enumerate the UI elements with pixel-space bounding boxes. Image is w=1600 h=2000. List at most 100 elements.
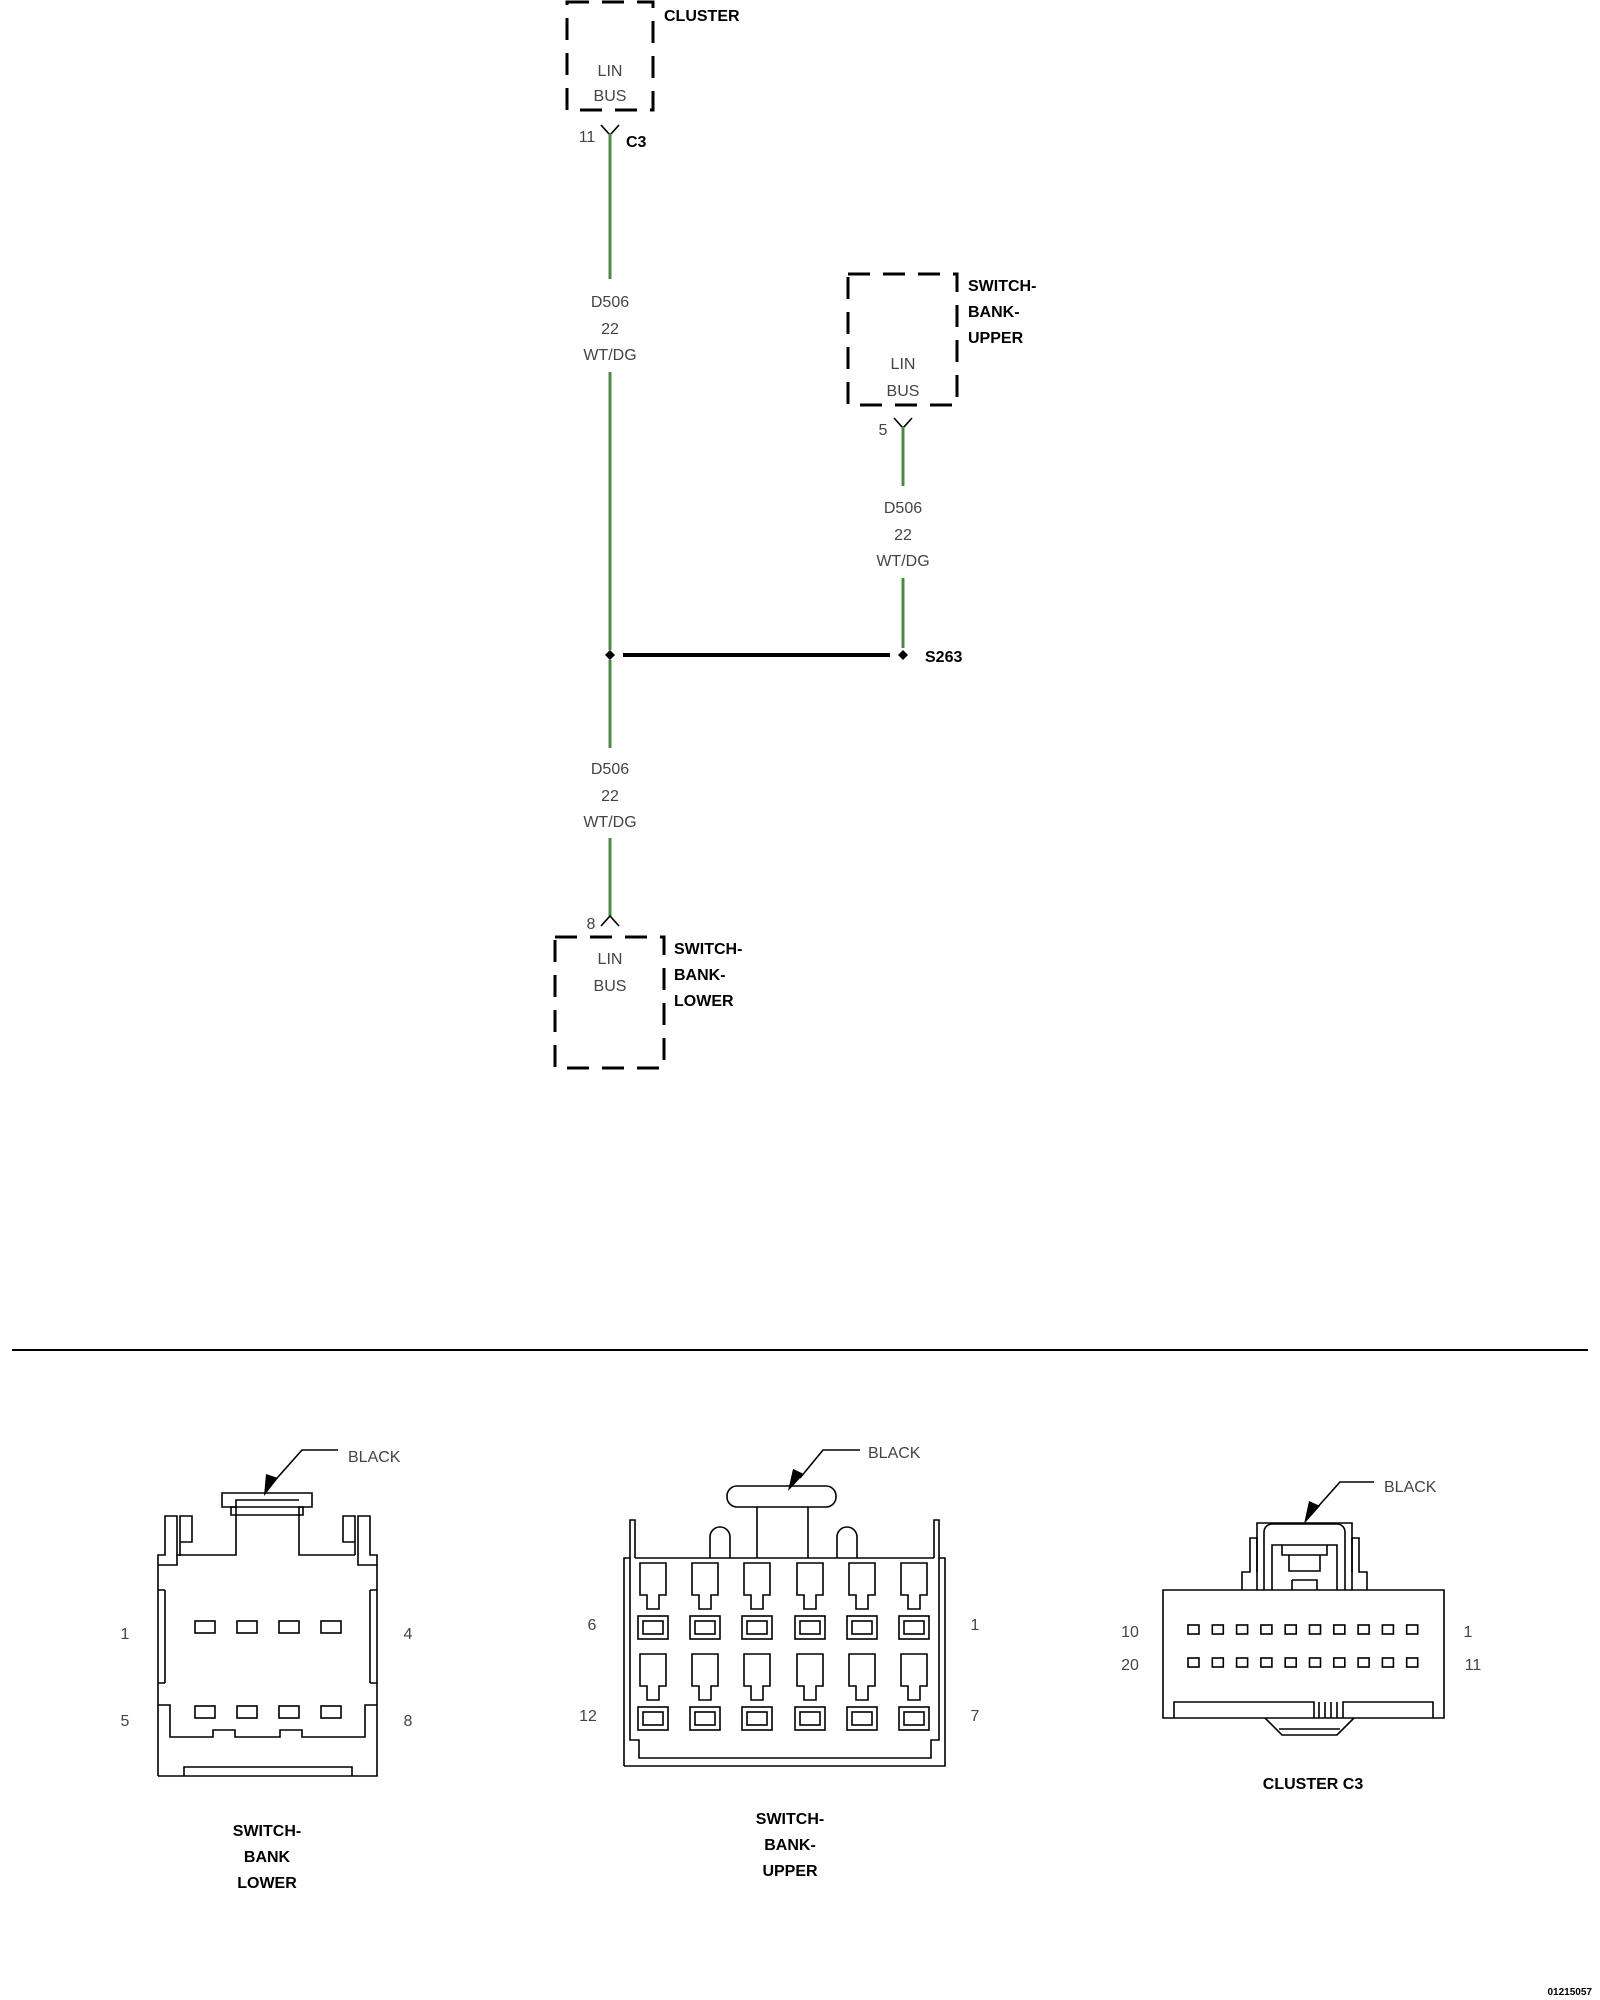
connector-outline-path bbox=[158, 1555, 178, 1566]
pin-cavity bbox=[1333, 1657, 1346, 1668]
cluster-color-label: BLACK bbox=[1384, 1479, 1437, 1496]
cluster-pin-label-1: 1 bbox=[1464, 1624, 1473, 1641]
pin-cavity-inner bbox=[746, 1711, 768, 1726]
upper-color-label: BLACK bbox=[868, 1445, 921, 1462]
connector-pin-cavity bbox=[320, 1620, 342, 1634]
switch-bank-lower-title-3: LOWER bbox=[674, 993, 734, 1010]
connector-pin-cavity bbox=[236, 1620, 258, 1634]
splice-id: S263 bbox=[925, 649, 962, 666]
terminal-latch bbox=[691, 1562, 719, 1610]
pin-cavity bbox=[1405, 1624, 1419, 1635]
connector-outline-path bbox=[726, 1485, 837, 1558]
upper-pin-label-12: 12 bbox=[579, 1708, 597, 1725]
lower-pin-label-5: 5 bbox=[121, 1713, 130, 1730]
connector-pin-cavity bbox=[278, 1620, 300, 1634]
pin-cavity-inner bbox=[903, 1620, 925, 1635]
figure-id: 01215057 bbox=[1548, 1987, 1593, 1998]
connector-outline-path bbox=[158, 1704, 377, 1738]
switch-bank-lower-title-1: SWITCH- bbox=[674, 941, 742, 958]
upper-color-arrow-icon bbox=[788, 1469, 804, 1491]
cluster-cavity-grid bbox=[1187, 1624, 1419, 1668]
pin-cavity bbox=[1333, 1624, 1346, 1635]
wire-1-color: WT/DG bbox=[583, 347, 636, 364]
switch-bank-lower-box bbox=[553, 935, 666, 1070]
terminal-latch bbox=[743, 1562, 771, 1610]
wire-2-circuit: D506 bbox=[884, 500, 922, 517]
connector-outline-path bbox=[179, 1515, 193, 1555]
pin-cavity bbox=[1284, 1624, 1297, 1635]
terminal-latch bbox=[900, 1653, 928, 1701]
pin-cavity bbox=[1357, 1657, 1370, 1668]
cluster-pin-label-20: 20 bbox=[1121, 1657, 1139, 1674]
cluster-module: CLUSTER LIN BUS bbox=[565, 0, 740, 112]
switch-bank-lower-pin-symbol bbox=[600, 914, 620, 927]
cluster-connector-name: CLUSTER C3 bbox=[1263, 1776, 1364, 1793]
terminal-latch bbox=[796, 1653, 824, 1701]
pin-cavity bbox=[1381, 1657, 1395, 1668]
cluster-color-leader bbox=[1314, 1481, 1374, 1511]
wire-label-1: D506 22 WT/DG bbox=[583, 294, 636, 364]
lower-pin-label-4: 4 bbox=[404, 1626, 413, 1643]
connector-outline-path bbox=[183, 1766, 353, 1776]
upper-connector-name-2: BANK- bbox=[764, 1837, 816, 1854]
connector-pin-cavity bbox=[236, 1705, 258, 1719]
connector-outline-path bbox=[1162, 1589, 1445, 1719]
upper-connector-name-1: SWITCH- bbox=[756, 1811, 824, 1828]
cluster-lin-label: LIN bbox=[598, 63, 623, 80]
pin-cavity-inner bbox=[799, 1620, 821, 1635]
switch-bank-lower-title-2: BANK- bbox=[674, 967, 726, 984]
pin-cavity-inner bbox=[642, 1711, 664, 1726]
connector-outline-path bbox=[836, 1526, 858, 1558]
connector-outline-path bbox=[1288, 1555, 1321, 1572]
connector-outline-path bbox=[1318, 1702, 1338, 1718]
connector-outline-path bbox=[1291, 1579, 1318, 1590]
connector-outline-path bbox=[629, 1558, 940, 1759]
connector-outline-path bbox=[158, 1589, 377, 1684]
connector-outline-path bbox=[1173, 1701, 1434, 1718]
pin-cavity-inner bbox=[642, 1620, 664, 1635]
connector-view-switch-bank-upper: BLACK 6 1 12 7 SWITCH- BANK- UPPER bbox=[579, 1445, 979, 1880]
connector-view-switch-bank-lower: BLACK 1 4 5 8 SWITCH- BANK LOWER bbox=[121, 1449, 413, 1892]
connector-outline-path bbox=[623, 1519, 636, 1766]
pin-cavity-inner bbox=[851, 1711, 873, 1726]
switch-bank-upper-title-3: UPPER bbox=[968, 330, 1024, 347]
connector-outline-path bbox=[1263, 1523, 1346, 1590]
pin-cavity bbox=[1308, 1624, 1322, 1635]
terminal-latch bbox=[848, 1653, 876, 1701]
upper-pin-label-6: 6 bbox=[588, 1617, 597, 1634]
connector-outline-path bbox=[1264, 1717, 1355, 1736]
pin-cavity bbox=[1357, 1624, 1370, 1635]
wire-1-gauge: 22 bbox=[601, 321, 619, 338]
connector-outline-path bbox=[158, 1515, 378, 1777]
switch-bank-upper-module: SWITCH- BANK- UPPER LIN BUS bbox=[846, 272, 1036, 407]
wire-label-3: D506 22 WT/DG bbox=[583, 761, 636, 831]
cluster-connector-id: C3 bbox=[626, 134, 647, 151]
connector-outline-path bbox=[357, 1555, 377, 1566]
cluster-pin-symbol bbox=[600, 124, 620, 137]
pin-cavity bbox=[1187, 1657, 1200, 1668]
switch-bank-lower-module: LIN BUS SWITCH- BANK- LOWER bbox=[553, 935, 742, 1070]
connector-outline-path bbox=[1351, 1537, 1368, 1590]
connector-pin-cavity bbox=[194, 1620, 216, 1634]
lower-pin-label-1: 1 bbox=[121, 1626, 130, 1643]
connector-view-cluster-c3: BLACK 10 1 20 11 CLUSTER C3 bbox=[1121, 1479, 1481, 1793]
pin-cavity bbox=[1260, 1657, 1273, 1668]
upper-color-leader bbox=[799, 1449, 860, 1479]
connector-outline-path bbox=[164, 1590, 371, 1683]
wire-label-2: D506 22 WT/DG bbox=[876, 500, 929, 570]
terminal-latch bbox=[743, 1653, 771, 1701]
terminal-latch bbox=[796, 1562, 824, 1610]
switch-bank-lower-bus-label: BUS bbox=[594, 978, 627, 995]
lower-color-leader bbox=[269, 1449, 338, 1487]
switch-bank-upper-title-2: BANK- bbox=[968, 304, 1020, 321]
pin-cavity-inner bbox=[851, 1620, 873, 1635]
cluster-pin-label-10: 10 bbox=[1121, 1624, 1139, 1641]
wire-3-circuit: D506 bbox=[591, 761, 629, 778]
pin-cavity-inner bbox=[694, 1711, 716, 1726]
cluster-pin-label-11: 11 bbox=[1465, 1657, 1482, 1674]
cluster-color-arrow-icon bbox=[1304, 1501, 1320, 1524]
lower-color-arrow-icon bbox=[264, 1474, 278, 1496]
connector-pin-cavity bbox=[194, 1705, 216, 1719]
lower-pin-label-8: 8 bbox=[404, 1713, 413, 1730]
connector-outline-path bbox=[1241, 1537, 1258, 1590]
